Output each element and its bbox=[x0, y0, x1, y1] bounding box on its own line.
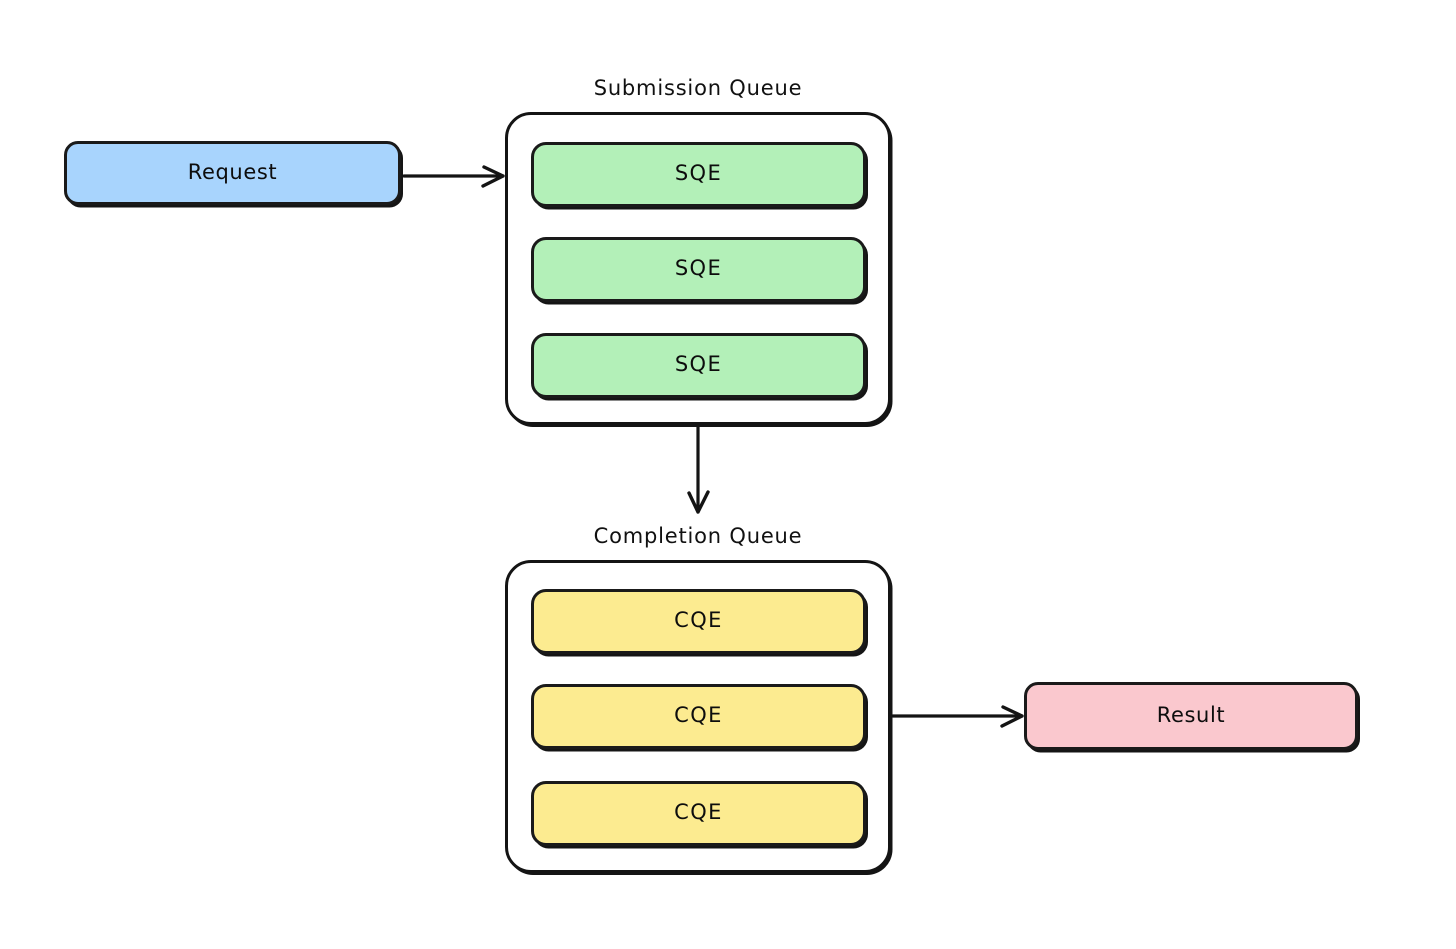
submission-queue-entry-label: SQE bbox=[674, 352, 723, 376]
request-node[interactable]: Request bbox=[64, 141, 401, 205]
request-node-label: Request bbox=[187, 159, 278, 184]
submission-queue-entry-label: SQE bbox=[674, 161, 723, 185]
arrow-completion-queue-to-result bbox=[891, 705, 1024, 728]
result-node[interactable]: Result bbox=[1024, 682, 1358, 750]
submission-queue-title: Submission Queue bbox=[593, 76, 803, 100]
submission-queue-entry[interactable]: SQE bbox=[531, 142, 866, 207]
completion-queue-entry-label: CQE bbox=[674, 703, 723, 727]
completion-queue-entry[interactable]: CQE bbox=[531, 781, 866, 846]
completion-queue-entry[interactable]: CQE bbox=[531, 589, 866, 654]
arrow-submission-queue-to-completion-queue bbox=[687, 425, 710, 514]
arrow-request-to-submission-queue bbox=[402, 165, 505, 188]
submission-queue-entry-label: SQE bbox=[674, 256, 723, 280]
completion-queue-entry-label: CQE bbox=[674, 800, 723, 824]
completion-queue-title: Completion Queue bbox=[593, 524, 803, 548]
submission-queue-entry[interactable]: SQE bbox=[531, 237, 866, 302]
completion-queue-entry-label: CQE bbox=[674, 608, 723, 632]
result-node-label: Result bbox=[1156, 702, 1226, 727]
submission-queue-entry[interactable]: SQE bbox=[531, 333, 866, 398]
completion-queue-entry[interactable]: CQE bbox=[531, 684, 866, 749]
